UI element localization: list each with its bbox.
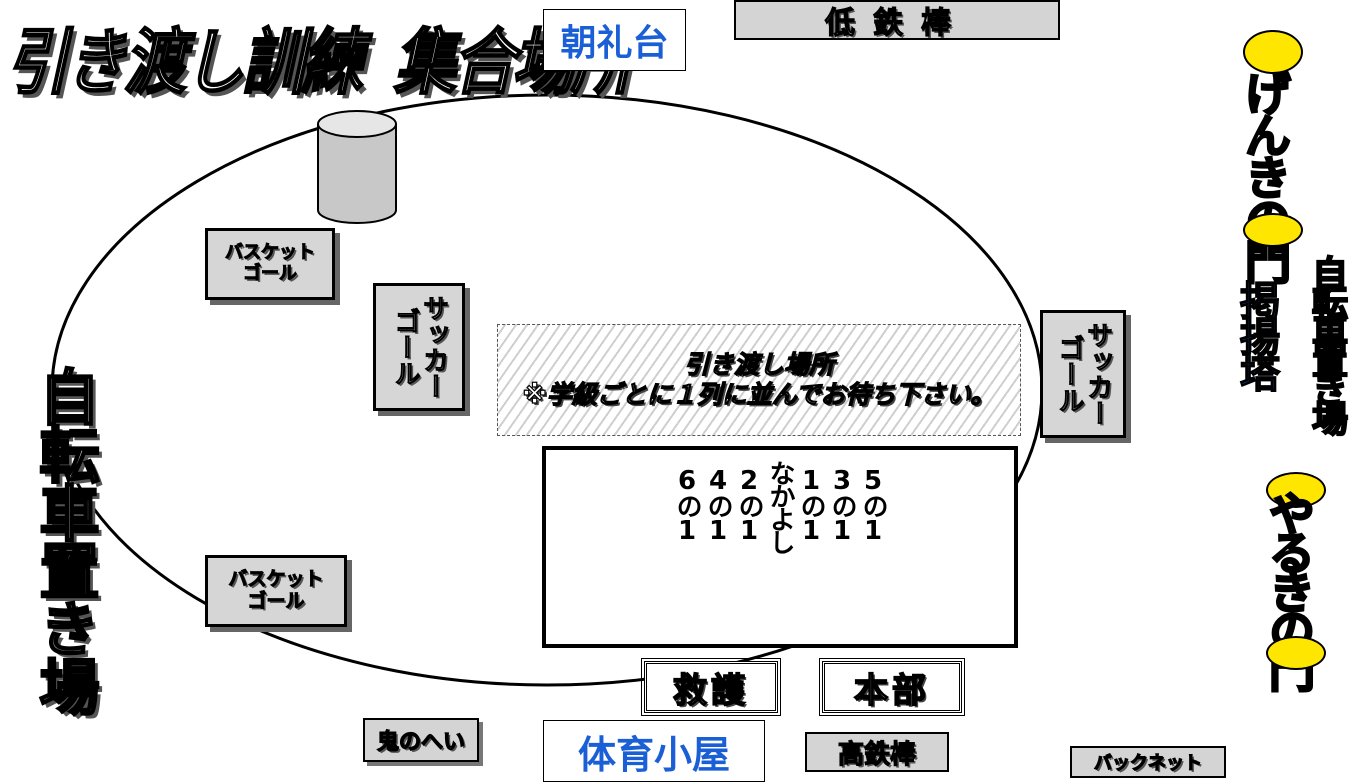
genki-gate-label: げんきの門 (1237, 69, 1294, 282)
cylinder-drum (317, 110, 397, 224)
class-column: 4の1 (703, 466, 733, 543)
oni-wall-label: 鬼のへい (363, 718, 479, 762)
genki-gate-bottom-dot (1243, 213, 1303, 247)
class-column: 3の1 (827, 466, 857, 543)
genki-gate-top-dot (1243, 30, 1303, 74)
class-column: 1の1 (796, 466, 826, 543)
class-column: なかよし (765, 460, 795, 552)
back-net-label: バックネット (1070, 746, 1226, 778)
high-bar-label: 高鉄棒 (805, 732, 949, 772)
flag-pole-label: 掲揚塔 (1232, 279, 1280, 389)
handover-zone: 引き渡し場所 ※学級ごとに１列に並んでお待ち下さい。 (497, 324, 1021, 436)
yaruki-gate-bottom-dot (1266, 636, 1326, 670)
morning-stage-label: 朝礼台 (543, 9, 686, 71)
page-title: 引き渡し訓練集合場所 (5, 19, 634, 105)
soccer-goal-left: サッカー ゴール (373, 283, 465, 411)
low-bar-label: 低鉄棒 (734, 0, 1060, 42)
basketball-goal-top: バスケット ゴール (205, 228, 335, 300)
class-column: 5の1 (858, 466, 888, 543)
class-column: 2の1 (734, 466, 764, 543)
basketball-goal-bottom: バスケット ゴール (205, 555, 347, 627)
first-aid-tent: 救護 (641, 658, 781, 716)
bicycle-parking-left: 自転車置き場 (28, 365, 101, 716)
soccer-goal-right: サッカー ゴール (1040, 310, 1126, 438)
headquarters-tent: 本部 (819, 658, 965, 716)
class-column: 6の1 (672, 466, 702, 543)
class-order-box: 6の1 4の1 2の1 なかよし 1の1 3の1 5の1 (542, 446, 1018, 648)
bicycle-parking-right: 自転車置き場 (1305, 254, 1348, 430)
handover-zone-title: 引き渡し場所 (683, 349, 834, 379)
yaruki-gate-top-dot (1266, 472, 1326, 508)
gym-shed-label: 体育小屋 (543, 720, 765, 782)
handover-zone-note: ※学級ごとに１列に並んでお待ち下さい。 (522, 379, 996, 409)
